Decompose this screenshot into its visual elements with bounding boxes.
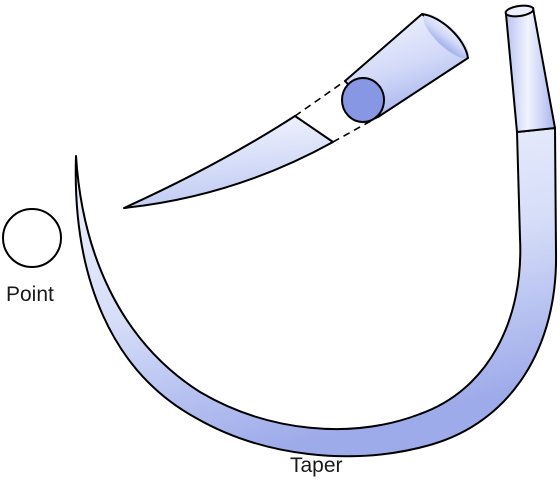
point-detail-tip bbox=[123, 115, 334, 209]
cylinder-back-rim bbox=[421, 13, 469, 59]
taper-label: Taper bbox=[290, 454, 343, 477]
needle-shaft bbox=[505, 7, 556, 133]
cylinder-back-cap bbox=[423, 13, 469, 59]
detail-connector-line bbox=[294, 80, 346, 117]
curved-needle-body bbox=[74, 127, 558, 458]
point-cross-section-icon bbox=[2, 208, 62, 268]
round-body-cross-section-icon bbox=[341, 77, 385, 123]
shaft-end-cap bbox=[504, 4, 535, 18]
point-label: Point bbox=[6, 283, 54, 306]
